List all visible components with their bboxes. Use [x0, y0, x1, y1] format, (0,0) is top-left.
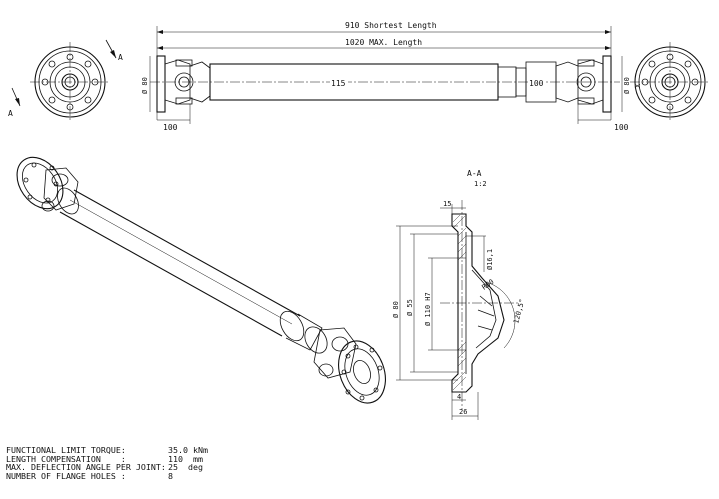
right-end-view-flange [630, 42, 710, 122]
spec-row-deflection-angle: MAX. DEFLECTION ANGLE PER JOINT:25 deg [6, 463, 208, 472]
spec-label: FUNCTIONAL LIMIT TORQUE: [6, 445, 126, 455]
dim-left-flange-dia: Ø 80 [141, 77, 149, 94]
spec-row-flange-holes: NUMBER OF FLANGE HOLES : 8 [6, 472, 208, 481]
section-marker-upper-label: A [118, 53, 123, 62]
right-end-mark: X [634, 83, 642, 88]
section-dim-radius: R60 [481, 278, 496, 292]
spec-label: LENGTH COMPENSATION : [6, 453, 126, 464]
dim-right-flange-dia: Ø 80 [623, 77, 631, 94]
spec-row-length-compensation: LENGTH COMPENSATION : 110 mm [6, 453, 208, 464]
left-end-view-flange [30, 42, 110, 122]
section-title: A-A [467, 169, 482, 178]
section-dim-flange-thickness: 4 [457, 393, 461, 401]
spec-row-torque: FUNCTIONAL LIMIT TORQUE: 35.0 kNm [6, 446, 208, 455]
dim-shortest-length: 910 Shortest Length [345, 21, 437, 30]
section-dim-hole-dia: Ø16,1 [486, 249, 494, 270]
dim-shaft-section: 100 [529, 79, 544, 88]
spec-value: 25 deg [168, 462, 203, 473]
section-dim-top-width: 15 [443, 200, 451, 208]
dim-right-flange-offset: 100 [614, 123, 629, 132]
section-dim-mid-dia: Ø 55 [406, 299, 414, 316]
dim-left-flange-offset: 100 [163, 123, 178, 132]
section-dim-bore-dia: Ø 110 H7 [424, 292, 432, 326]
section-arrow-lower: A [8, 87, 21, 118]
section-dim-angle: 120,5° [512, 298, 526, 325]
section-scale: 1:2 [474, 180, 487, 188]
dim-max-length: 1020 MAX. Length [345, 38, 422, 47]
specification-list: FUNCTIONAL LIMIT TORQUE: 35.0 kNm LENGTH … [6, 446, 208, 480]
spec-label: MAX. DEFLECTION ANGLE PER JOINT: [6, 462, 166, 473]
section-dim-total-width: 26 [459, 408, 467, 416]
dim-tube-length: 115 [331, 79, 346, 88]
spec-value: 35.0 kNm [168, 445, 208, 455]
spec-value: 110 mm [168, 453, 203, 464]
section-dim-outer-dia: Ø 80 [392, 301, 400, 318]
section-arrow-upper: A [105, 39, 123, 62]
spec-value: 8 [168, 470, 173, 481]
section-view-drawing [396, 200, 520, 420]
section-marker-lower-label: A [8, 109, 13, 118]
isometric-shaft-view [16, 156, 386, 404]
spec-label: NUMBER OF FLANGE HOLES : [6, 470, 126, 481]
